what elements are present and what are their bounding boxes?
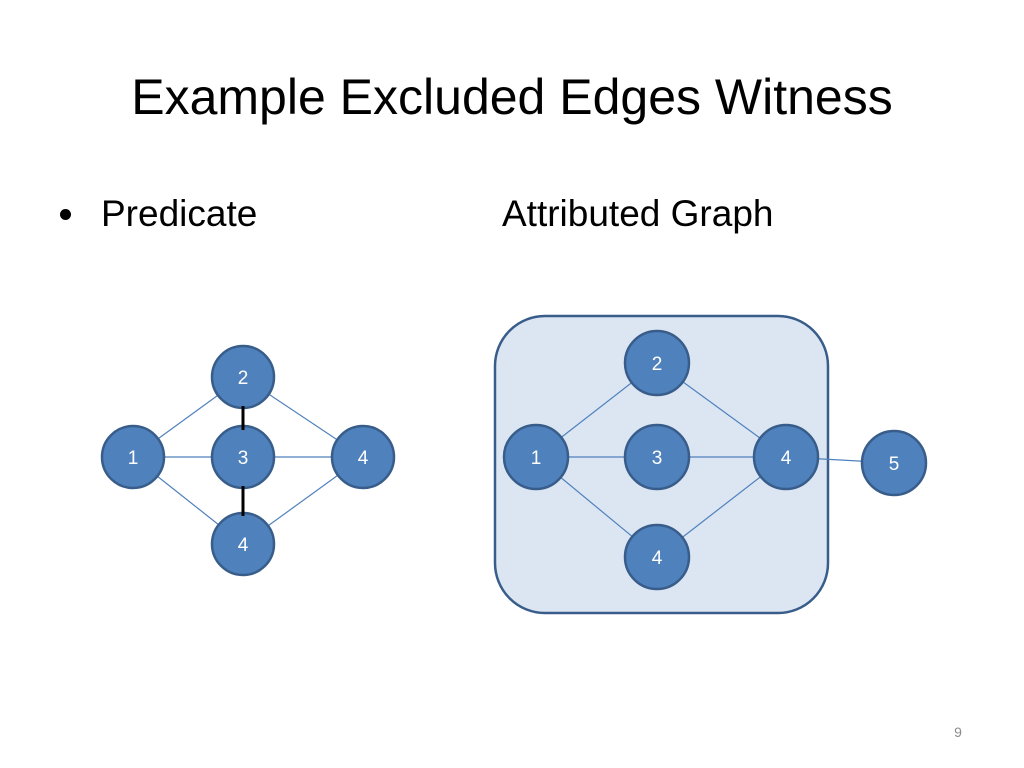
graph-node-1: 1 [502,423,570,491]
predicate-label: Predicate [101,193,258,234]
graph-node-4-right: 4 [752,423,820,491]
predicate-node-2: 2 [210,344,276,410]
graph-node-2: 2 [623,329,691,397]
node-label: 5 [889,454,900,475]
predicate-node-4-right: 4 [330,424,396,490]
graph-node-4-bottom: 4 [623,523,691,591]
predicate-node-1: 1 [100,424,166,490]
node-label: 3 [238,448,249,469]
node-label: 2 [238,368,249,389]
node-label: 2 [652,354,663,375]
node-label: 3 [652,448,663,469]
predicate-node-4-bottom: 4 [210,511,276,577]
node-label: 4 [781,448,792,469]
node-label: 4 [238,535,249,556]
bullet-predicate: Predicate [60,190,257,238]
node-label: 4 [652,548,663,569]
node-label: 1 [531,448,542,469]
graph-node-5: 5 [860,429,928,497]
graph-node-3: 3 [623,423,691,491]
node-label: 1 [128,448,139,469]
node-label: 4 [358,448,369,469]
predicate-node-3: 3 [210,424,276,490]
slide-title: Example Excluded Edges Witness [131,69,893,125]
attributed-graph-label: Attributed Graph [502,193,774,234]
bullet-dot-icon [60,208,71,220]
page-number: 9 [954,724,962,740]
